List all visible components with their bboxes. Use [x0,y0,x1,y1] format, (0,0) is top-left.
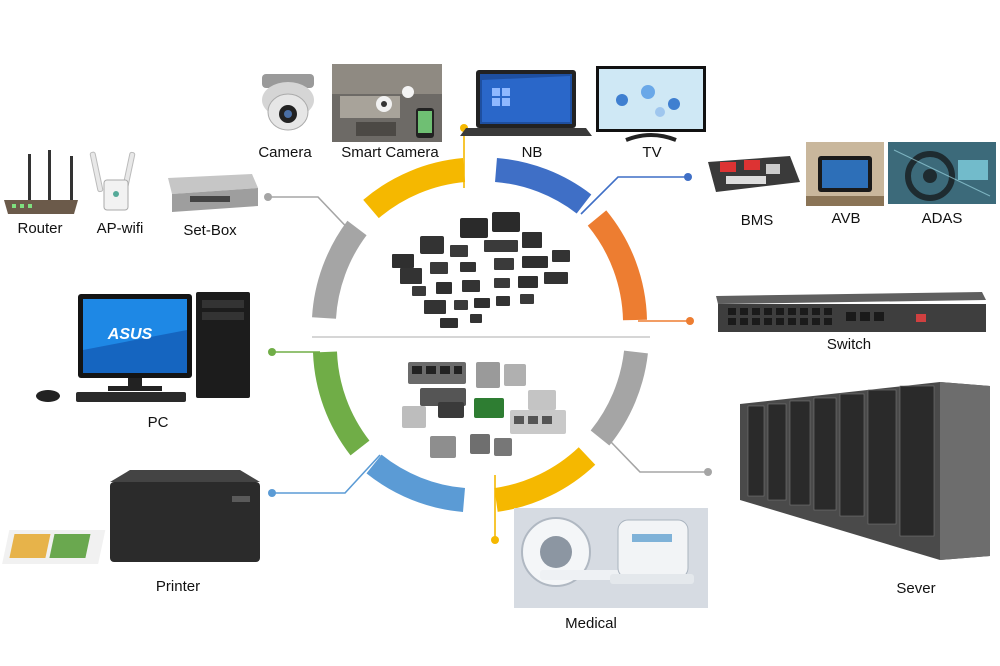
connector-printer [272,454,381,494]
label-nb: NB [521,144,543,161]
switch-image [716,292,986,332]
tv-image [596,66,706,142]
ap-wifi-image [89,151,136,211]
ring-segment-orange [587,210,647,321]
label-sever: Sever [896,580,936,597]
label-tv: TV [642,144,662,161]
smart-camera-image [332,64,442,142]
connector-top-left [268,196,358,239]
label-avb: AVB [831,210,861,227]
label-smart-camera: Smart Camera [341,144,439,161]
label-switch: Switch [826,336,872,353]
ring-segment-yellow-top [363,158,466,219]
printer-image [2,470,260,564]
label-adas: ADAS [921,210,963,227]
label-set-box: Set-Box [183,222,237,239]
router-image [4,150,78,214]
connector-top-right [580,176,688,215]
medical-image [514,508,708,608]
rj45-connectors-cluster [402,362,566,458]
label-medical: Medical [565,615,617,632]
smd-components-cluster [392,212,570,328]
ring-segment-blue-top [494,158,592,214]
ring-segment-yellow-bottom [494,447,596,512]
ring-segment-gray-left [312,220,367,319]
label-bms: BMS [740,212,774,229]
ring-segment-gray-right [590,350,648,446]
bms-image [708,156,800,192]
label-pc: PC [147,414,169,431]
pc-screen-brand: ASUS [107,326,153,343]
label-printer: Printer [155,578,201,595]
ring-segment-green [313,351,370,456]
label-ap-wifi: AP-wifi [96,220,144,237]
notebook-image [460,70,592,136]
connector-dots [264,124,712,544]
camera-image [262,74,314,131]
set-box-image [168,174,258,212]
server-rack-image [740,382,990,560]
avb-image [806,142,884,206]
label-router: Router [17,220,63,237]
label-camera: Camera [258,144,312,161]
ring-segment-blue-bottom [366,454,466,512]
adas-image [888,142,996,204]
connector-server [610,441,708,473]
pc-image [36,292,250,402]
